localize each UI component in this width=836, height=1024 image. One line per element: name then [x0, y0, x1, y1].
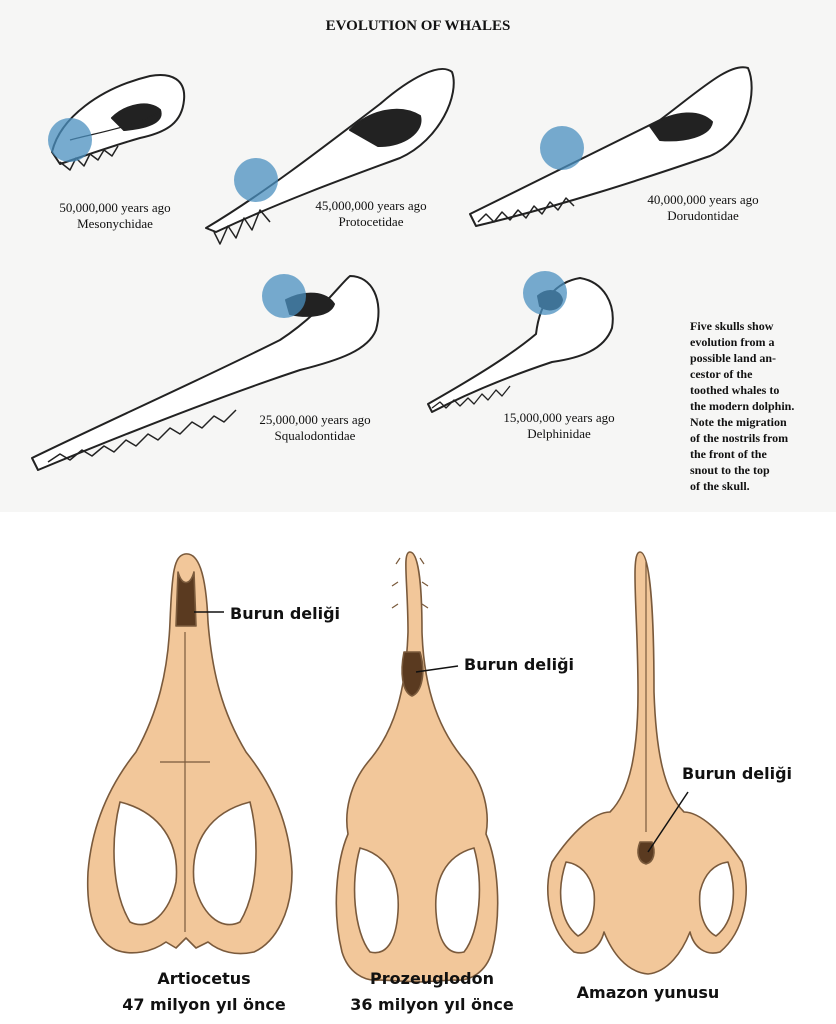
caption-family: Delphinidae	[527, 426, 591, 441]
caption-delphinidae: 15,000,000 years ago Delphinidae	[484, 410, 634, 442]
amazon-dolphin-skull	[546, 551, 748, 975]
caption-mesonychidae: 50,000,000 years ago Mesonychidae	[40, 200, 190, 232]
artiocetus-skull	[86, 553, 293, 955]
nostril-pointer-lines	[194, 611, 689, 853]
caption-family: Mesonychidae	[77, 216, 153, 231]
prozeuglodon-skull	[335, 551, 499, 983]
note-line: Five skulls show	[690, 319, 774, 333]
nostril-highlight-protocetidae	[234, 158, 278, 202]
caption-amazon-dolphin: Amazon yunusu	[548, 980, 748, 1006]
caption-species: Prozeuglodon	[370, 969, 494, 988]
nostril-label-amazon-dolphin: Burun deliği	[682, 764, 793, 783]
nostril-highlight-delphinidae	[523, 271, 567, 315]
caption-age: 25,000,000 years ago	[259, 412, 371, 427]
nostril-highlights	[48, 118, 584, 318]
caption-prozeuglodon: Prozeuglodon 36 milyon yıl önce	[332, 966, 532, 1018]
diagram-title: EVOLUTION OF WHALES	[325, 18, 511, 34]
caption-family: Squalodontidae	[274, 428, 356, 443]
whale-evolution-panel: EVOLUTION OF WHALES	[31, 18, 830, 494]
caption-age: 15,000,000 years ago	[503, 410, 615, 425]
nostril-highlight-mesonychidae	[48, 118, 92, 162]
top-view-skull-drawings	[86, 551, 748, 983]
caption-age: 50,000,000 years ago	[59, 200, 171, 215]
note-line: evolution from a	[690, 335, 775, 349]
top-view-skulls-panel: Burun deliği Burun deliği Burun deliği A…	[0, 512, 836, 1024]
note-line: the modern dolphin.	[690, 399, 795, 413]
skull-drawings	[31, 66, 753, 471]
caption-species: Amazon yunusu	[576, 983, 720, 1002]
caption-artiocetus: Artiocetus 47 milyon yıl önce	[104, 966, 304, 1018]
dorudontidae-skull	[469, 66, 753, 227]
caption-protocetidae: 45,000,000 years ago Protocetidae	[296, 198, 446, 230]
note-line: Note the migration	[690, 415, 787, 429]
caption-family: Dorudontidae	[667, 208, 739, 223]
caption-dorudontidae: 40,000,000 years ago Dorudontidae	[628, 192, 778, 224]
caption-age: 45,000,000 years ago	[315, 198, 427, 213]
caption-age: 36 milyon yıl önce	[350, 995, 514, 1014]
delphinidae-skull	[427, 277, 614, 413]
caption-age: 47 milyon yıl önce	[122, 995, 286, 1014]
caption-species: Artiocetus	[157, 969, 251, 988]
note-line: possible land an-	[690, 351, 777, 365]
note-line: the front of the	[690, 447, 767, 461]
nostril-highlight-squalodontidae	[262, 274, 306, 318]
note-line: snout to the top	[690, 463, 770, 477]
caption-squalodontidae: 25,000,000 years ago Squalodontidae	[240, 412, 390, 444]
nostril-highlight-dorudontidae	[540, 126, 584, 170]
caption-family: Protocetidae	[338, 214, 404, 229]
caption-age: 40,000,000 years ago	[647, 192, 759, 207]
nostril-label-prozeuglodon: Burun deliği	[464, 655, 575, 674]
explanatory-note: Five skulls show evolution from a possib…	[690, 318, 830, 494]
note-line: cestor of the	[690, 367, 753, 381]
note-line: of the nostrils from	[690, 431, 789, 445]
note-line: toothed whales to	[690, 383, 780, 397]
nostril-label-artiocetus: Burun deliği	[230, 604, 341, 623]
note-line: of the skull.	[690, 479, 750, 493]
